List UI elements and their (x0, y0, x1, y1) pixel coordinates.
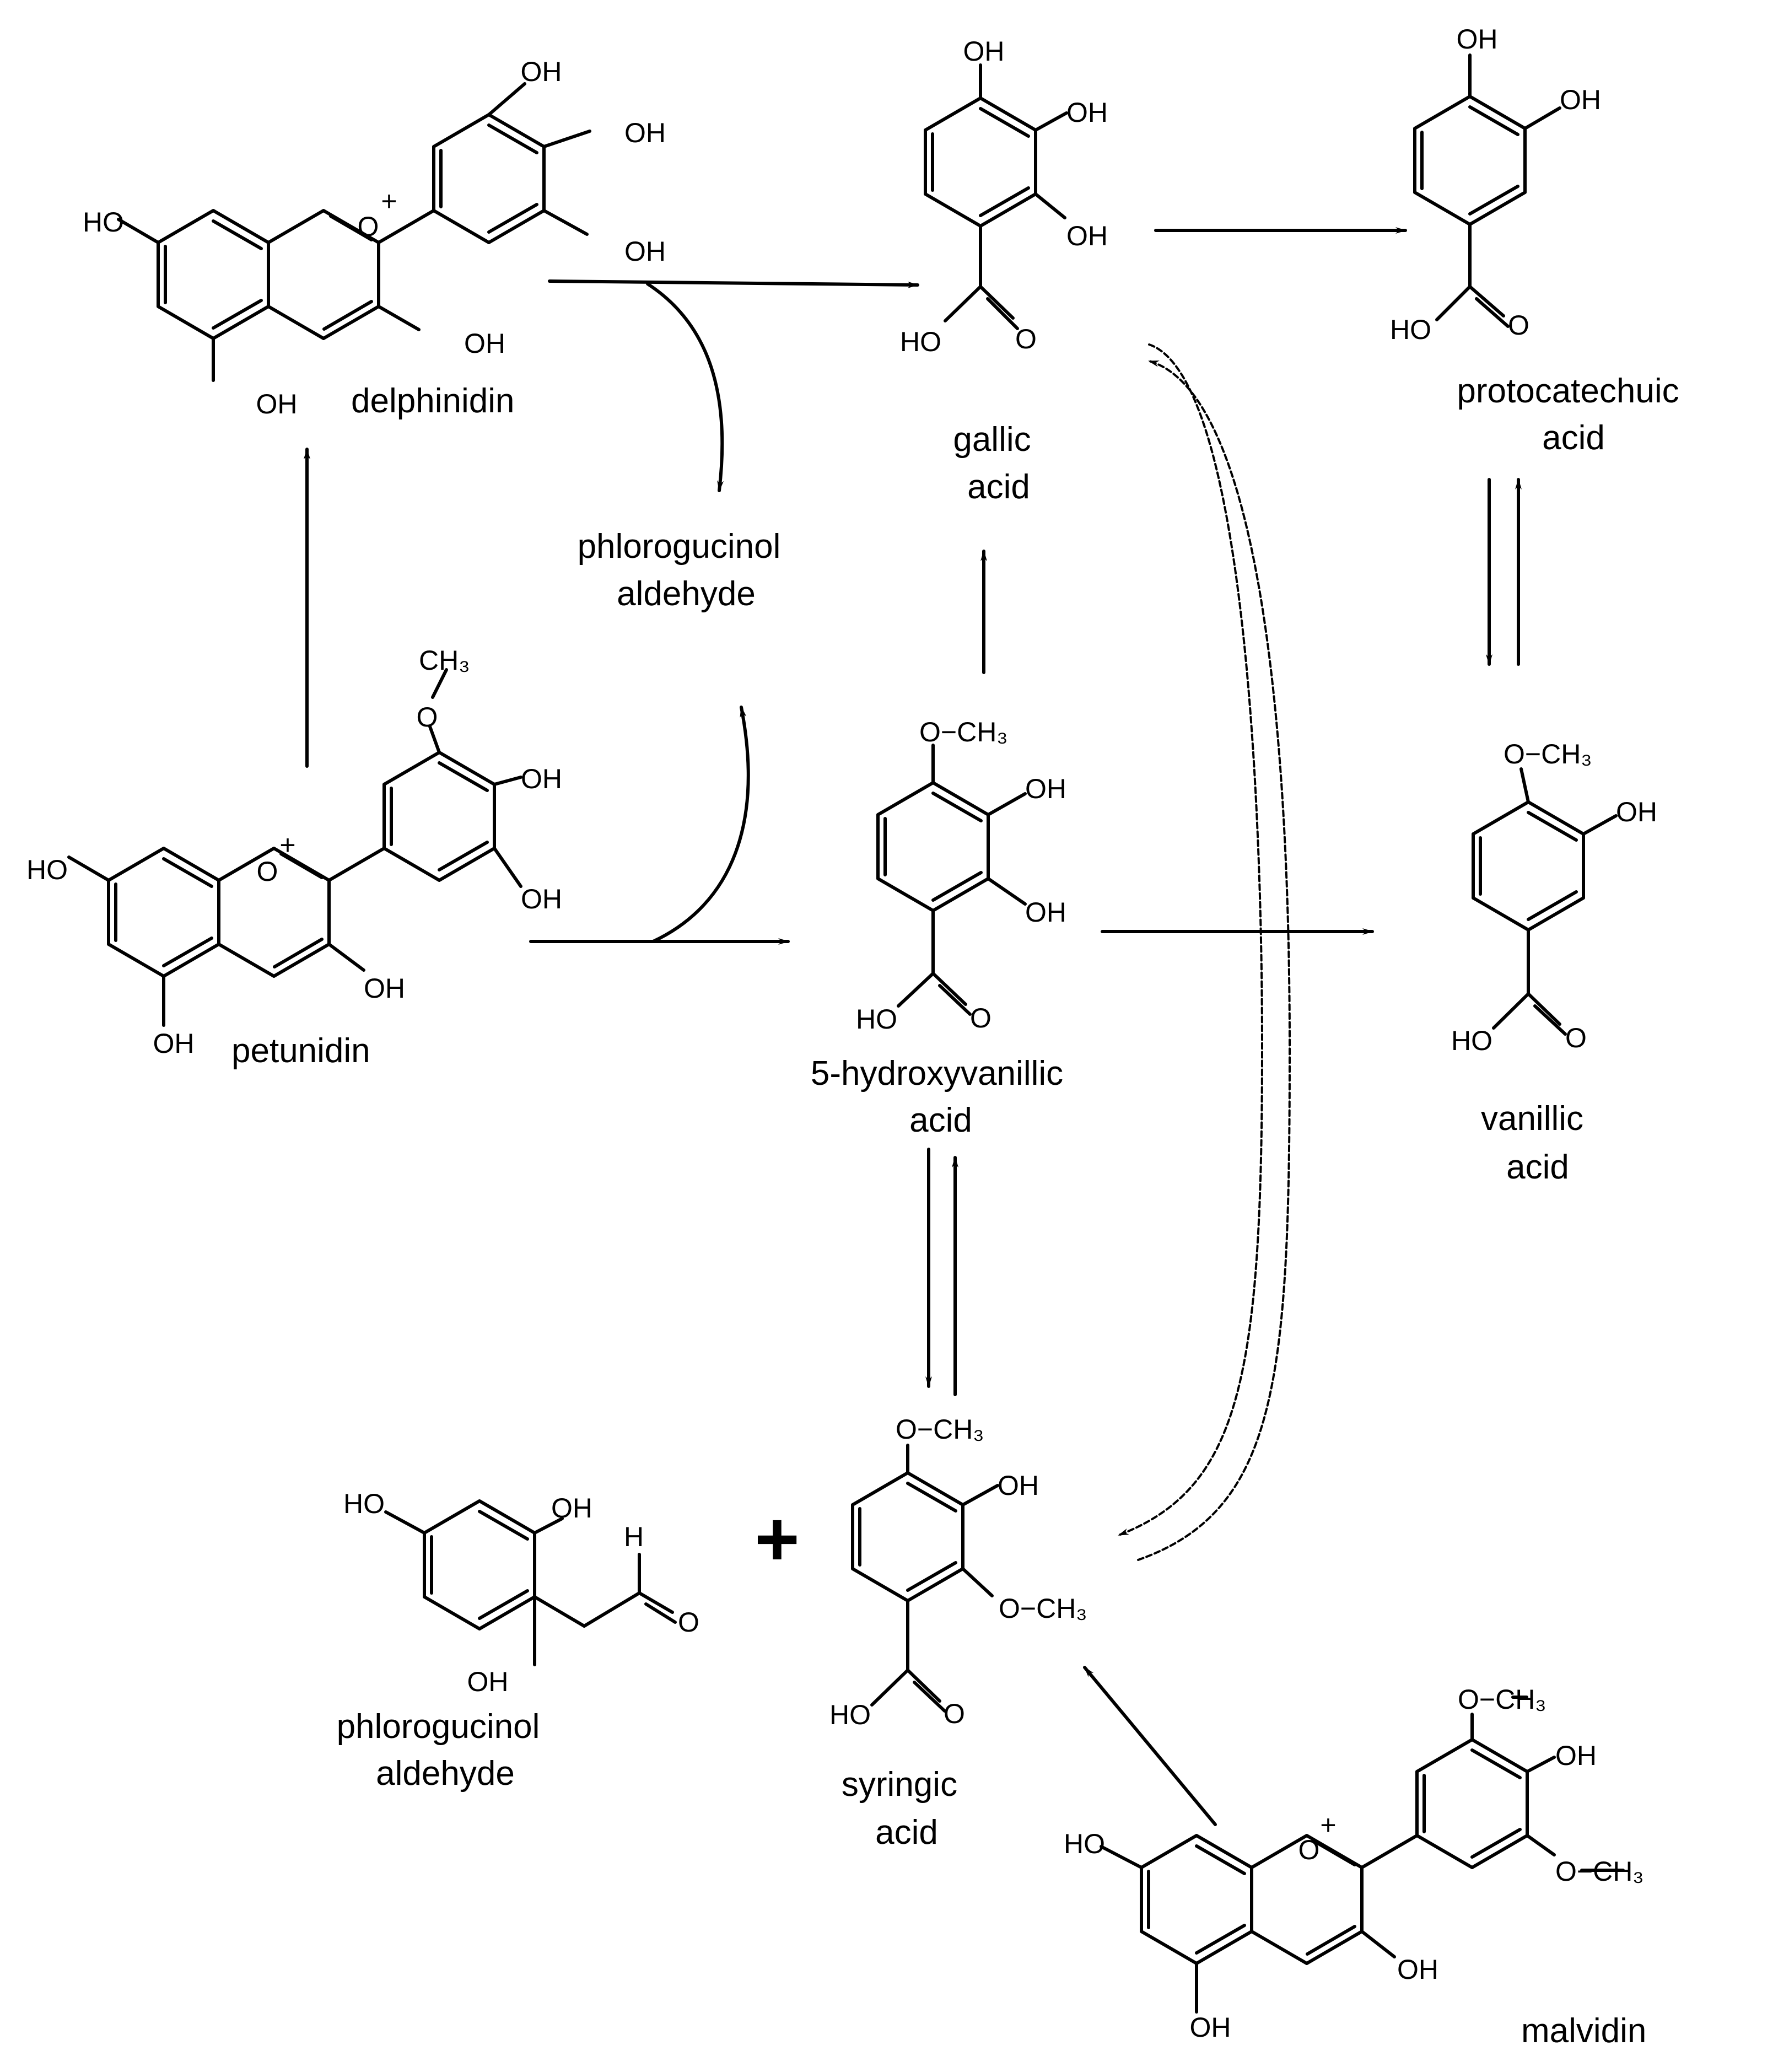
delphinidin-atom-oh-lower-right: OH (624, 236, 666, 267)
label-phloroglucinol-aldehyde-upper-line1: phlorogucinol (578, 528, 781, 566)
protocatechuic-atom-ho: HO (1390, 314, 1431, 345)
arrow-dashed-syringic-to-gallic (1137, 360, 1291, 1561)
atom-labels: HO O + OH OH OH OH OH OH OH OH HO O OH O… (26, 24, 1657, 2043)
petunidin-atom-charge: + (279, 830, 295, 860)
delphinidin-atom-oh-3: OH (464, 328, 505, 359)
malvidin-atom-oh: OH (1555, 1740, 1597, 1771)
petunidin-atom-oh-5: OH (153, 1028, 195, 1059)
hydroxyvanillic-atom-ho: HO (856, 1004, 897, 1035)
petunidin-atom-ring-o: O (257, 856, 278, 887)
malvidin-atom-o-ch3-top: O−CH₃ (1458, 1684, 1546, 1715)
syringic-atom-o-ch3-top: O−CH₃ (896, 1414, 984, 1445)
vanillic-atom-ho: HO (1451, 1025, 1492, 1056)
syringic-atom-oh: OH (998, 1470, 1039, 1501)
delphinidin-atom-oh-top: OH (521, 56, 562, 87)
gallic-atom-ho: HO (900, 326, 941, 357)
petunidin-atom-oh-right: OH (521, 763, 562, 794)
delphinidin-structure (117, 82, 591, 382)
phloroglucinol-atom-oh-bottom: OH (467, 1666, 509, 1697)
malvidin-atom-charge: + (1320, 1810, 1336, 1840)
phloroglucinol-atom-ho: HO (343, 1488, 385, 1519)
arrow-petunidin-to-phloroglucinol (651, 706, 750, 943)
malvidin-atom-oh-5: OH (1190, 2012, 1231, 2043)
hydroxyvanillic-atom-o: O (970, 1003, 992, 1034)
hydroxyvanillic-atom-o-ch3: O−CH₃ (919, 717, 1008, 747)
arrow-delphinidin-to-gallic (548, 279, 919, 288)
malvidin-structure (1100, 1696, 1625, 2014)
delphinidin-atom-oh-5: OH (256, 389, 298, 419)
hydroxyvanillic-atom-oh-lower: OH (1025, 897, 1066, 928)
vanillic-atom-oh: OH (1616, 796, 1657, 827)
gallic-atom-oh-top: OH (963, 36, 1005, 67)
label-vanillic-acid-line2: acid (1506, 1148, 1569, 1186)
gallic-atom-oh-lower: OH (1066, 220, 1108, 251)
label-vanillic-acid-line1: vanillic (1481, 1100, 1583, 1138)
vanillic-atom-o: O (1565, 1022, 1587, 1053)
phloroglucinol-atom-o: O (678, 1607, 699, 1638)
malvidin-atom-oh-3: OH (1397, 1954, 1438, 1985)
delphinidin-atom-oh-right: OH (624, 117, 666, 148)
protocatechuic-atom-oh-top: OH (1457, 24, 1498, 55)
delphinidin-atom-ring-o: O (358, 211, 379, 242)
petunidin-structure (67, 668, 522, 1027)
syringic-atom-o: O (944, 1698, 965, 1729)
malvidin-atom-ho: HO (1064, 1828, 1105, 1859)
petunidin-atom-methoxy-o: O (417, 702, 438, 733)
vanillic-atom-o-ch3: O−CH₃ (1504, 739, 1592, 769)
gallic-atom-o: O (1015, 324, 1037, 354)
petunidin-atom-ho: HO (26, 854, 68, 885)
protocatechuic-atom-oh-right: OH (1560, 84, 1601, 115)
phloroglucinol-atom-oh-right: OH (551, 1493, 592, 1524)
reaction-arrows (304, 227, 1522, 1826)
plus-sign: + (755, 1495, 800, 1582)
petunidin-atom-oh-lower-right: OH (521, 884, 562, 914)
label-phloroglucinol-aldehyde-lower-line2: aldehyde (376, 1755, 515, 1793)
petunidin-atom-ch3: CH₃ (419, 645, 470, 676)
label-phloroglucinol-aldehyde-upper-line2: aldehyde (617, 575, 756, 613)
label-protocatechuic-acid-line2: acid (1542, 419, 1605, 457)
syringic-acid-structure (851, 1444, 999, 1713)
arrow-dashed-gallic-to-syringic (1118, 343, 1263, 1536)
label-syringic-acid-line1: syringic (842, 1766, 957, 1804)
compound-names: delphinidin petunidin malvidin gallic ac… (231, 372, 1679, 2050)
label-delphinidin: delphinidin (351, 382, 514, 420)
label-hydroxyvanillic-acid-line2: acid (909, 1101, 972, 1139)
syringic-atom-o-ch3-lower: O−CH₃ (999, 1593, 1087, 1624)
hydroxyvanillic-acid-structure (876, 744, 1027, 1016)
malvidin-atom-o-ch3-lower: O−CH₃ (1555, 1856, 1644, 1887)
label-syringic-acid-line2: acid (875, 1813, 938, 1852)
delphinidin-atom-charge: + (381, 186, 397, 217)
protocatechuic-acid-structure (1413, 53, 1561, 328)
label-gallic-acid-line2: acid (967, 468, 1030, 506)
label-phloroglucinol-aldehyde-lower-line1: phlorogucinol (337, 1708, 540, 1746)
phloroglucinol-atom-h: H (624, 1521, 644, 1552)
malvidin-atom-ring-o: O (1298, 1834, 1320, 1865)
label-protocatechuic-acid-line1: protocatechuic (1457, 372, 1679, 410)
phloroglucinol-aldehyde-structure (384, 1499, 677, 1666)
hydroxyvanillic-atom-oh-upper: OH (1025, 773, 1066, 804)
protocatechuic-atom-o: O (1508, 310, 1529, 341)
label-petunidin: petunidin (231, 1032, 370, 1070)
arrow-malvidin-to-syringic (1083, 1666, 1217, 1826)
gallic-atom-oh-right: OH (1066, 97, 1108, 128)
delphinidin-atom-ho: HO (83, 207, 124, 238)
syringic-atom-ho: HO (829, 1699, 871, 1730)
label-hydroxyvanillic-acid-line1: 5-hydroxyvanillic (811, 1054, 1063, 1092)
vanillic-acid-structure (1472, 767, 1618, 1036)
label-gallic-acid-line1: gallic (953, 421, 1031, 459)
arrow-delphinidin-to-phloroglucinol (646, 282, 724, 492)
label-malvidin: malvidin (1521, 2012, 1646, 2050)
petunidin-atom-oh-3: OH (364, 973, 405, 1004)
gallic-acid-structure (924, 63, 1068, 330)
